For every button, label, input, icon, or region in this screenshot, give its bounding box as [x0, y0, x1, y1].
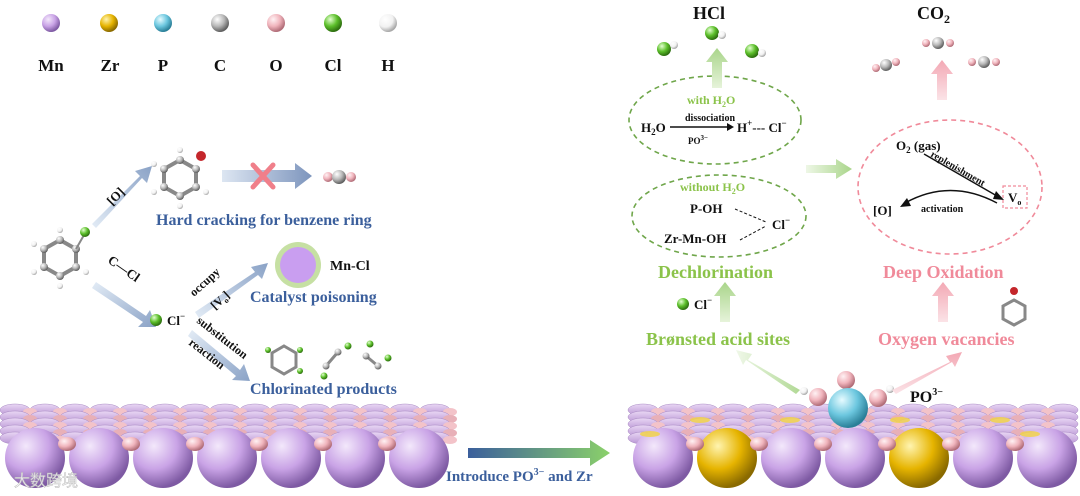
mn-cl-ball-icon: [275, 242, 321, 288]
cross-icon: [250, 162, 276, 190]
svg-text:[Vo]: [Vo]: [208, 288, 234, 314]
p-oh-label: P-OH: [690, 201, 723, 216]
chlorobenzene-molecule-icon: [31, 227, 90, 289]
surface-to-bronsted-arrow: [736, 350, 800, 394]
legend: Mn Zr P C O Cl H: [38, 14, 397, 75]
legend-item-h: H: [379, 14, 397, 75]
po4-cluster-icon: [800, 371, 894, 428]
catalyst-poisoning-label: Catalyst poisoning: [250, 289, 377, 306]
legend-label-zr: Zr: [101, 56, 120, 75]
svg-text:H2O: H2O: [641, 120, 666, 137]
legend-item-cl: Cl: [324, 14, 342, 75]
oxidation-up-arrow: [931, 60, 953, 100]
svg-text:H+--- Cl−: H+--- Cl−: [737, 118, 787, 135]
hcl-title: HCl: [693, 3, 725, 23]
svg-text:Cl−: Cl−: [167, 311, 185, 328]
substitution-arrow: substitution reaction: [186, 313, 251, 381]
legend-label-h: H: [381, 56, 394, 75]
activation-label: activation: [921, 204, 964, 215]
introduce-label: Introduce PO3− and Zr: [446, 467, 593, 485]
ellipse-up-arrow: [706, 48, 728, 88]
chlorinated-product-icons: [265, 340, 392, 380]
oxidation-cycle-ellipse: O2 (gas) replenishment Vo [O] activation: [857, 119, 1043, 255]
mn-cl-label: Mn-Cl: [330, 259, 370, 274]
vacancy-up-arrow: [932, 282, 954, 322]
legend-label-cl: Cl: [325, 56, 342, 75]
deep-oxidation-label: Deep Oxidation: [883, 262, 1004, 282]
svg-text:PO3−: PO3−: [688, 134, 708, 146]
legend-label-p: P: [158, 56, 168, 75]
dissociation-label: dissociation: [685, 113, 735, 124]
legend-item-mn: Mn: [38, 14, 64, 75]
phenol-right-icon: [1001, 287, 1027, 327]
hcl-molecules-icon: [657, 26, 766, 58]
oxygen-vacancies-label: Oxygen vacancies: [878, 329, 1015, 349]
replenishment-label: replenishment: [929, 149, 988, 189]
svg-text:Vo: Vo: [1008, 190, 1021, 207]
with-water-ellipse: with H2O H2O dissociation PO3− H+--- Cl−: [628, 75, 802, 165]
path-o-label: [O]: [104, 184, 128, 208]
bronsted-acid-sites-label: Brønsted acid sites: [646, 329, 790, 349]
hard-cracking-label: Hard cracking for benzene ring: [156, 212, 372, 229]
watermark-label: 大数跨境: [14, 471, 78, 490]
legend-item-zr: Zr: [100, 14, 120, 75]
phenol-molecule-icon: [151, 147, 209, 209]
introduce-arrow: [468, 440, 610, 466]
bronsted-up-arrow: [714, 282, 736, 322]
cl-ion-right: Cl−: [677, 295, 712, 312]
path-cl-arrow: C—Cl: [92, 252, 156, 327]
c-cl-bond-label: C—Cl: [105, 252, 143, 285]
po4-label: PO3−: [910, 387, 943, 406]
legend-item-p: P: [154, 14, 172, 75]
cl-ion: Cl−: [150, 311, 185, 328]
dechlorination-to-oxidation-arrow: [806, 159, 852, 179]
chlorinated-products-label: Chlorinated products: [250, 381, 397, 398]
with-water-label: with H2O: [687, 93, 735, 109]
svg-text:Cl−: Cl−: [694, 295, 712, 312]
without-water-ellipse: without H2O P-OH Zr-Mn-OH Cl−: [631, 174, 807, 258]
legend-item-o: O: [267, 14, 285, 75]
blocked-arrow: [222, 162, 312, 190]
left-catalyst-surface: [0, 403, 457, 488]
path-o-arrow: [O]: [92, 166, 152, 228]
surface-to-vacancy-arrow: [892, 352, 962, 394]
co2-molecule-icon: [323, 170, 356, 184]
legend-label-o: O: [269, 56, 282, 75]
legend-label-c: C: [214, 56, 226, 75]
dechlorination-label: Dechlorination: [658, 262, 773, 282]
without-water-label: without H2O: [680, 180, 745, 196]
svg-text:Cl−: Cl−: [772, 215, 790, 232]
co2-title: CO2: [917, 3, 950, 26]
o-bracket-label: [O]: [873, 203, 892, 218]
legend-item-c: C: [211, 14, 229, 75]
zr-mn-oh-label: Zr-Mn-OH: [664, 231, 726, 246]
legend-label-mn: Mn: [38, 56, 64, 75]
co2-molecules-icon: [872, 37, 1000, 72]
svg-text:O2 (gas): O2 (gas): [896, 138, 941, 155]
